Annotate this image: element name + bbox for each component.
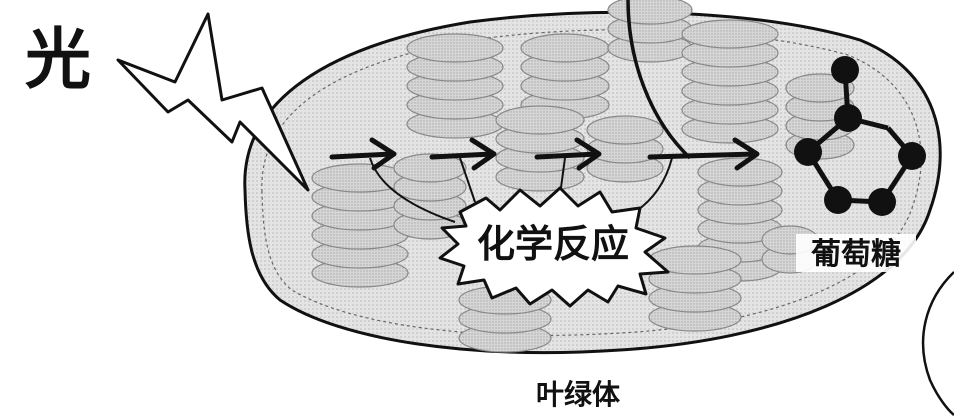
thylakoid-disc	[697, 157, 783, 187]
thylakoid-disc	[520, 33, 610, 63]
thylakoid-disc	[681, 19, 779, 49]
thylakoid-disc	[586, 115, 664, 145]
chloroplast-label: 叶绿体	[536, 378, 621, 411]
granum-stack	[586, 115, 664, 183]
lightning-bolt-icon	[116, 12, 310, 192]
granum-stack	[495, 105, 585, 192]
hexagon-molecule-icon	[794, 56, 926, 216]
arrow-2	[429, 137, 497, 171]
arrow-1	[329, 137, 397, 171]
glucose-label-bg	[796, 234, 916, 272]
reaction-label: 化学反应	[477, 222, 629, 266]
cell-wall-edge	[921, 271, 954, 416]
granum-stack	[681, 19, 779, 144]
light-label: 光	[25, 21, 91, 98]
reaction-arrows	[329, 137, 760, 171]
arrow-4	[647, 137, 760, 171]
reaction-burst: 化学反应	[438, 186, 670, 308]
thylakoid-disc	[607, 0, 693, 25]
thylakoid-disc	[393, 153, 467, 183]
arrow-3	[534, 137, 602, 171]
grana-stacks	[311, 0, 855, 353]
thylakoid-disc	[495, 105, 585, 135]
granum-stack	[648, 245, 742, 332]
thylakoid-disc	[406, 33, 504, 63]
granum-stack	[406, 33, 504, 139]
granum-stack	[311, 163, 409, 288]
granum-stack	[607, 0, 693, 63]
glucose-label: 葡萄糖	[811, 237, 901, 272]
co2-inflow-line	[626, 0, 692, 160]
